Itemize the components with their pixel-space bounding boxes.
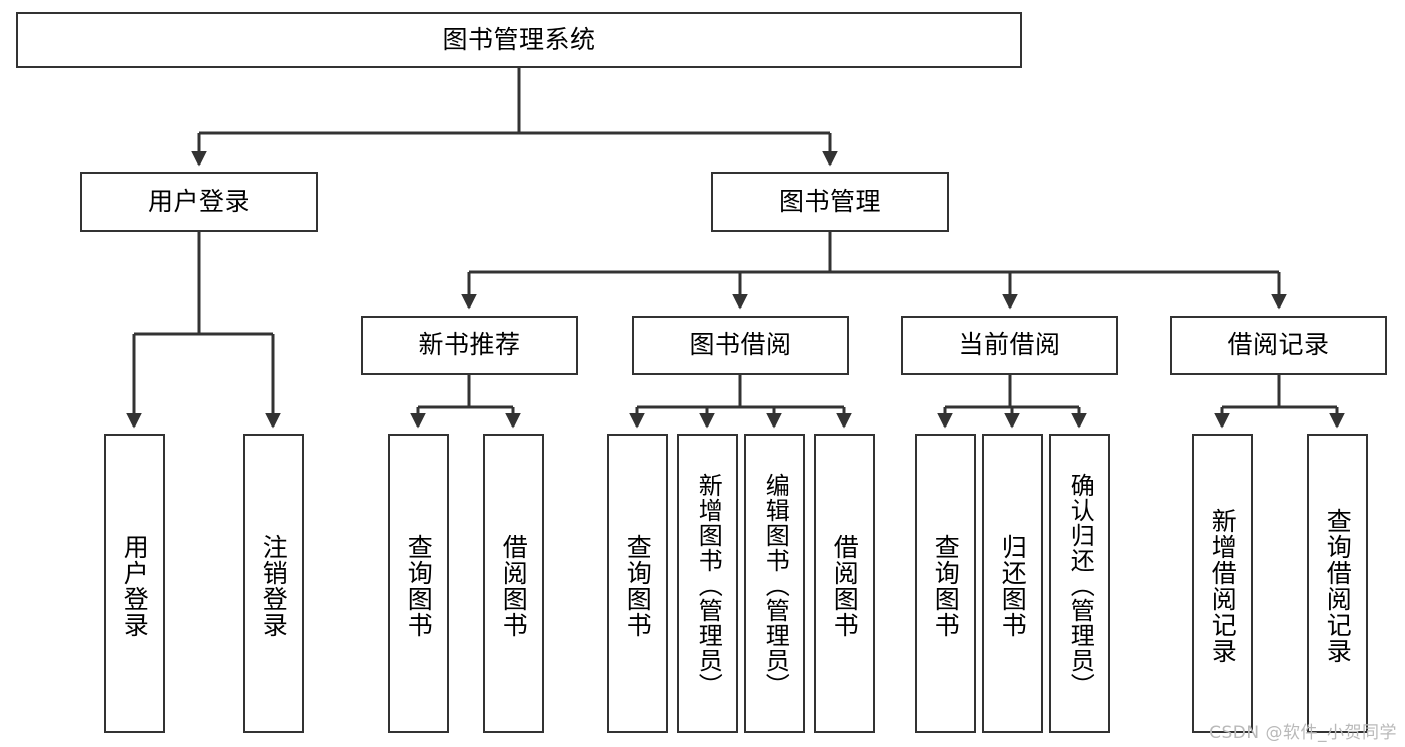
leaf-recommend-query-book[interactable]: 查询图书 [388, 434, 449, 733]
node-current-borrow[interactable]: 当前借阅 [901, 316, 1118, 375]
node-label: 图书借阅 [689, 330, 792, 360]
node-label: 借阅图书 [499, 533, 529, 638]
leaf-record-query-record[interactable]: 查询借阅记录 [1307, 434, 1368, 733]
node-label: 查询图书 [404, 533, 434, 638]
node-label: 归还图书 [998, 533, 1028, 638]
node-root-system[interactable]: 图书管理系统 [16, 12, 1022, 68]
node-label: 注销登录 [259, 533, 289, 638]
leaf-record-add-record[interactable]: 新增借阅记录 [1192, 434, 1253, 733]
leaf-current-return-book[interactable]: 归还图书 [982, 434, 1043, 733]
node-label: 当前借阅 [958, 330, 1061, 360]
leaf-borrow-query-book[interactable]: 查询图书 [607, 434, 668, 733]
leaf-current-confirm-return-admin[interactable]: 确认归还（管理员） [1049, 434, 1110, 733]
node-label: 查询图书 [931, 533, 961, 638]
node-label: 图书管理系统 [442, 24, 596, 54]
node-label: 新增借阅记录 [1208, 507, 1238, 664]
node-label: 借阅图书 [830, 533, 860, 638]
node-label: 新书推荐 [418, 330, 521, 360]
node-new-book-recommend[interactable]: 新书推荐 [361, 316, 578, 375]
node-user-login[interactable]: 用户登录 [80, 172, 318, 232]
node-label: 确认归还（管理员） [1066, 473, 1095, 698]
csdn-watermark: CSDN @软件_小贺同学 [1209, 723, 1397, 743]
node-book-borrow[interactable]: 图书借阅 [632, 316, 849, 375]
node-label: 编辑图书（管理员） [761, 473, 790, 698]
node-label: 用户登录 [147, 186, 250, 216]
node-label: 查询借阅记录 [1323, 507, 1353, 664]
node-label: 新增图书（管理员） [694, 473, 723, 698]
leaf-borrow-borrow-book[interactable]: 借阅图书 [814, 434, 875, 733]
node-book-management[interactable]: 图书管理 [711, 172, 949, 232]
leaf-borrow-edit-book-admin[interactable]: 编辑图书（管理员） [744, 434, 805, 733]
leaf-recommend-borrow-book[interactable]: 借阅图书 [483, 434, 544, 733]
node-label: 借阅记录 [1227, 330, 1330, 360]
leaf-user-login-login[interactable]: 用户登录 [104, 434, 165, 733]
node-borrow-record[interactable]: 借阅记录 [1170, 316, 1387, 375]
node-label: 图书管理 [778, 186, 881, 216]
leaf-current-query-book[interactable]: 查询图书 [915, 434, 976, 733]
node-label: 用户登录 [120, 533, 150, 638]
node-label: 查询图书 [623, 533, 653, 638]
leaf-borrow-add-book-admin[interactable]: 新增图书（管理员） [677, 434, 738, 733]
leaf-user-login-logout[interactable]: 注销登录 [243, 434, 304, 733]
